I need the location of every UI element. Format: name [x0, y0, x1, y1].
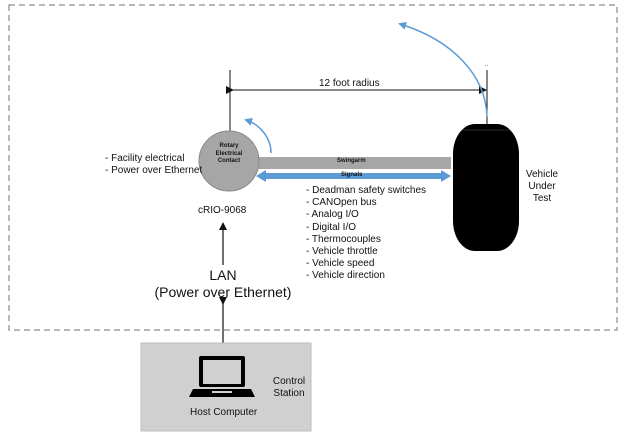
- signal-list-item: - Vehicle direction: [306, 270, 385, 282]
- signal-list-item: - Vehicle throttle: [306, 246, 378, 258]
- signal-list-item: - CANOpen bus: [306, 197, 377, 209]
- vehicle-tire: [453, 124, 519, 251]
- control-station-label: Control Station: [271, 376, 307, 400]
- rotary-contact-label: Rotary Electrical Contact: [202, 143, 256, 166]
- signal-list-item: - Digital I/O: [306, 221, 357, 233]
- rotary-contact-line2: Electrical: [215, 150, 243, 157]
- swingarm-label: Swingarm: [337, 158, 366, 164]
- lan-line2: (Power over Ethernet): [154, 283, 292, 300]
- host-computer-label: Host Computer: [190, 407, 258, 418]
- signals-label: Signals: [341, 172, 363, 178]
- contact-rotation-arrow: [244, 117, 272, 154]
- signal-list-item: - Vehicle speed: [306, 258, 375, 270]
- swingarm-bar: [258, 157, 451, 169]
- vehicle-line2: Under: [528, 181, 556, 192]
- vehicle-line3: Test: [532, 193, 552, 204]
- vehicle-line1: Vehicle: [525, 169, 559, 180]
- left-feature-list: - Facility electrical - Power over Ether…: [105, 153, 202, 177]
- radius-tick-mark: ..: [484, 59, 489, 68]
- signal-list-item: - Thermocouples: [306, 233, 381, 245]
- signals-arrowhead-right: [441, 170, 451, 182]
- signal-list: - Deadman safety switches - CANOpen bus …: [306, 185, 426, 283]
- lan-line1: LAN: [209, 267, 237, 283]
- left-list-item: - Power over Ethernet: [105, 165, 203, 177]
- radius-label: 12 foot radius: [319, 78, 380, 89]
- left-list-item: - Facility electrical: [105, 153, 185, 164]
- rotary-contact-line3: Contact: [217, 158, 241, 164]
- lan-label: LAN (Power over Ethernet): [150, 267, 296, 301]
- test-cell-boundary: [8, 4, 618, 331]
- laptop-icon: [189, 356, 255, 397]
- station-line1: Control: [272, 376, 306, 387]
- signal-list-item: - Deadman safety switches: [306, 185, 427, 196]
- rotary-contact-line1: Rotary: [219, 143, 239, 149]
- vehicle-label: Vehicle Under Test: [524, 169, 560, 205]
- rotary-contact-circle: [198, 130, 260, 192]
- signal-list-item: - Analog I/O: [306, 209, 359, 221]
- vehicle-rotation-arrow: [398, 21, 488, 118]
- controller-label: cRIO-9068: [198, 205, 247, 216]
- signals-arrowhead-left: [256, 170, 266, 182]
- station-line2: Station: [273, 388, 305, 399]
